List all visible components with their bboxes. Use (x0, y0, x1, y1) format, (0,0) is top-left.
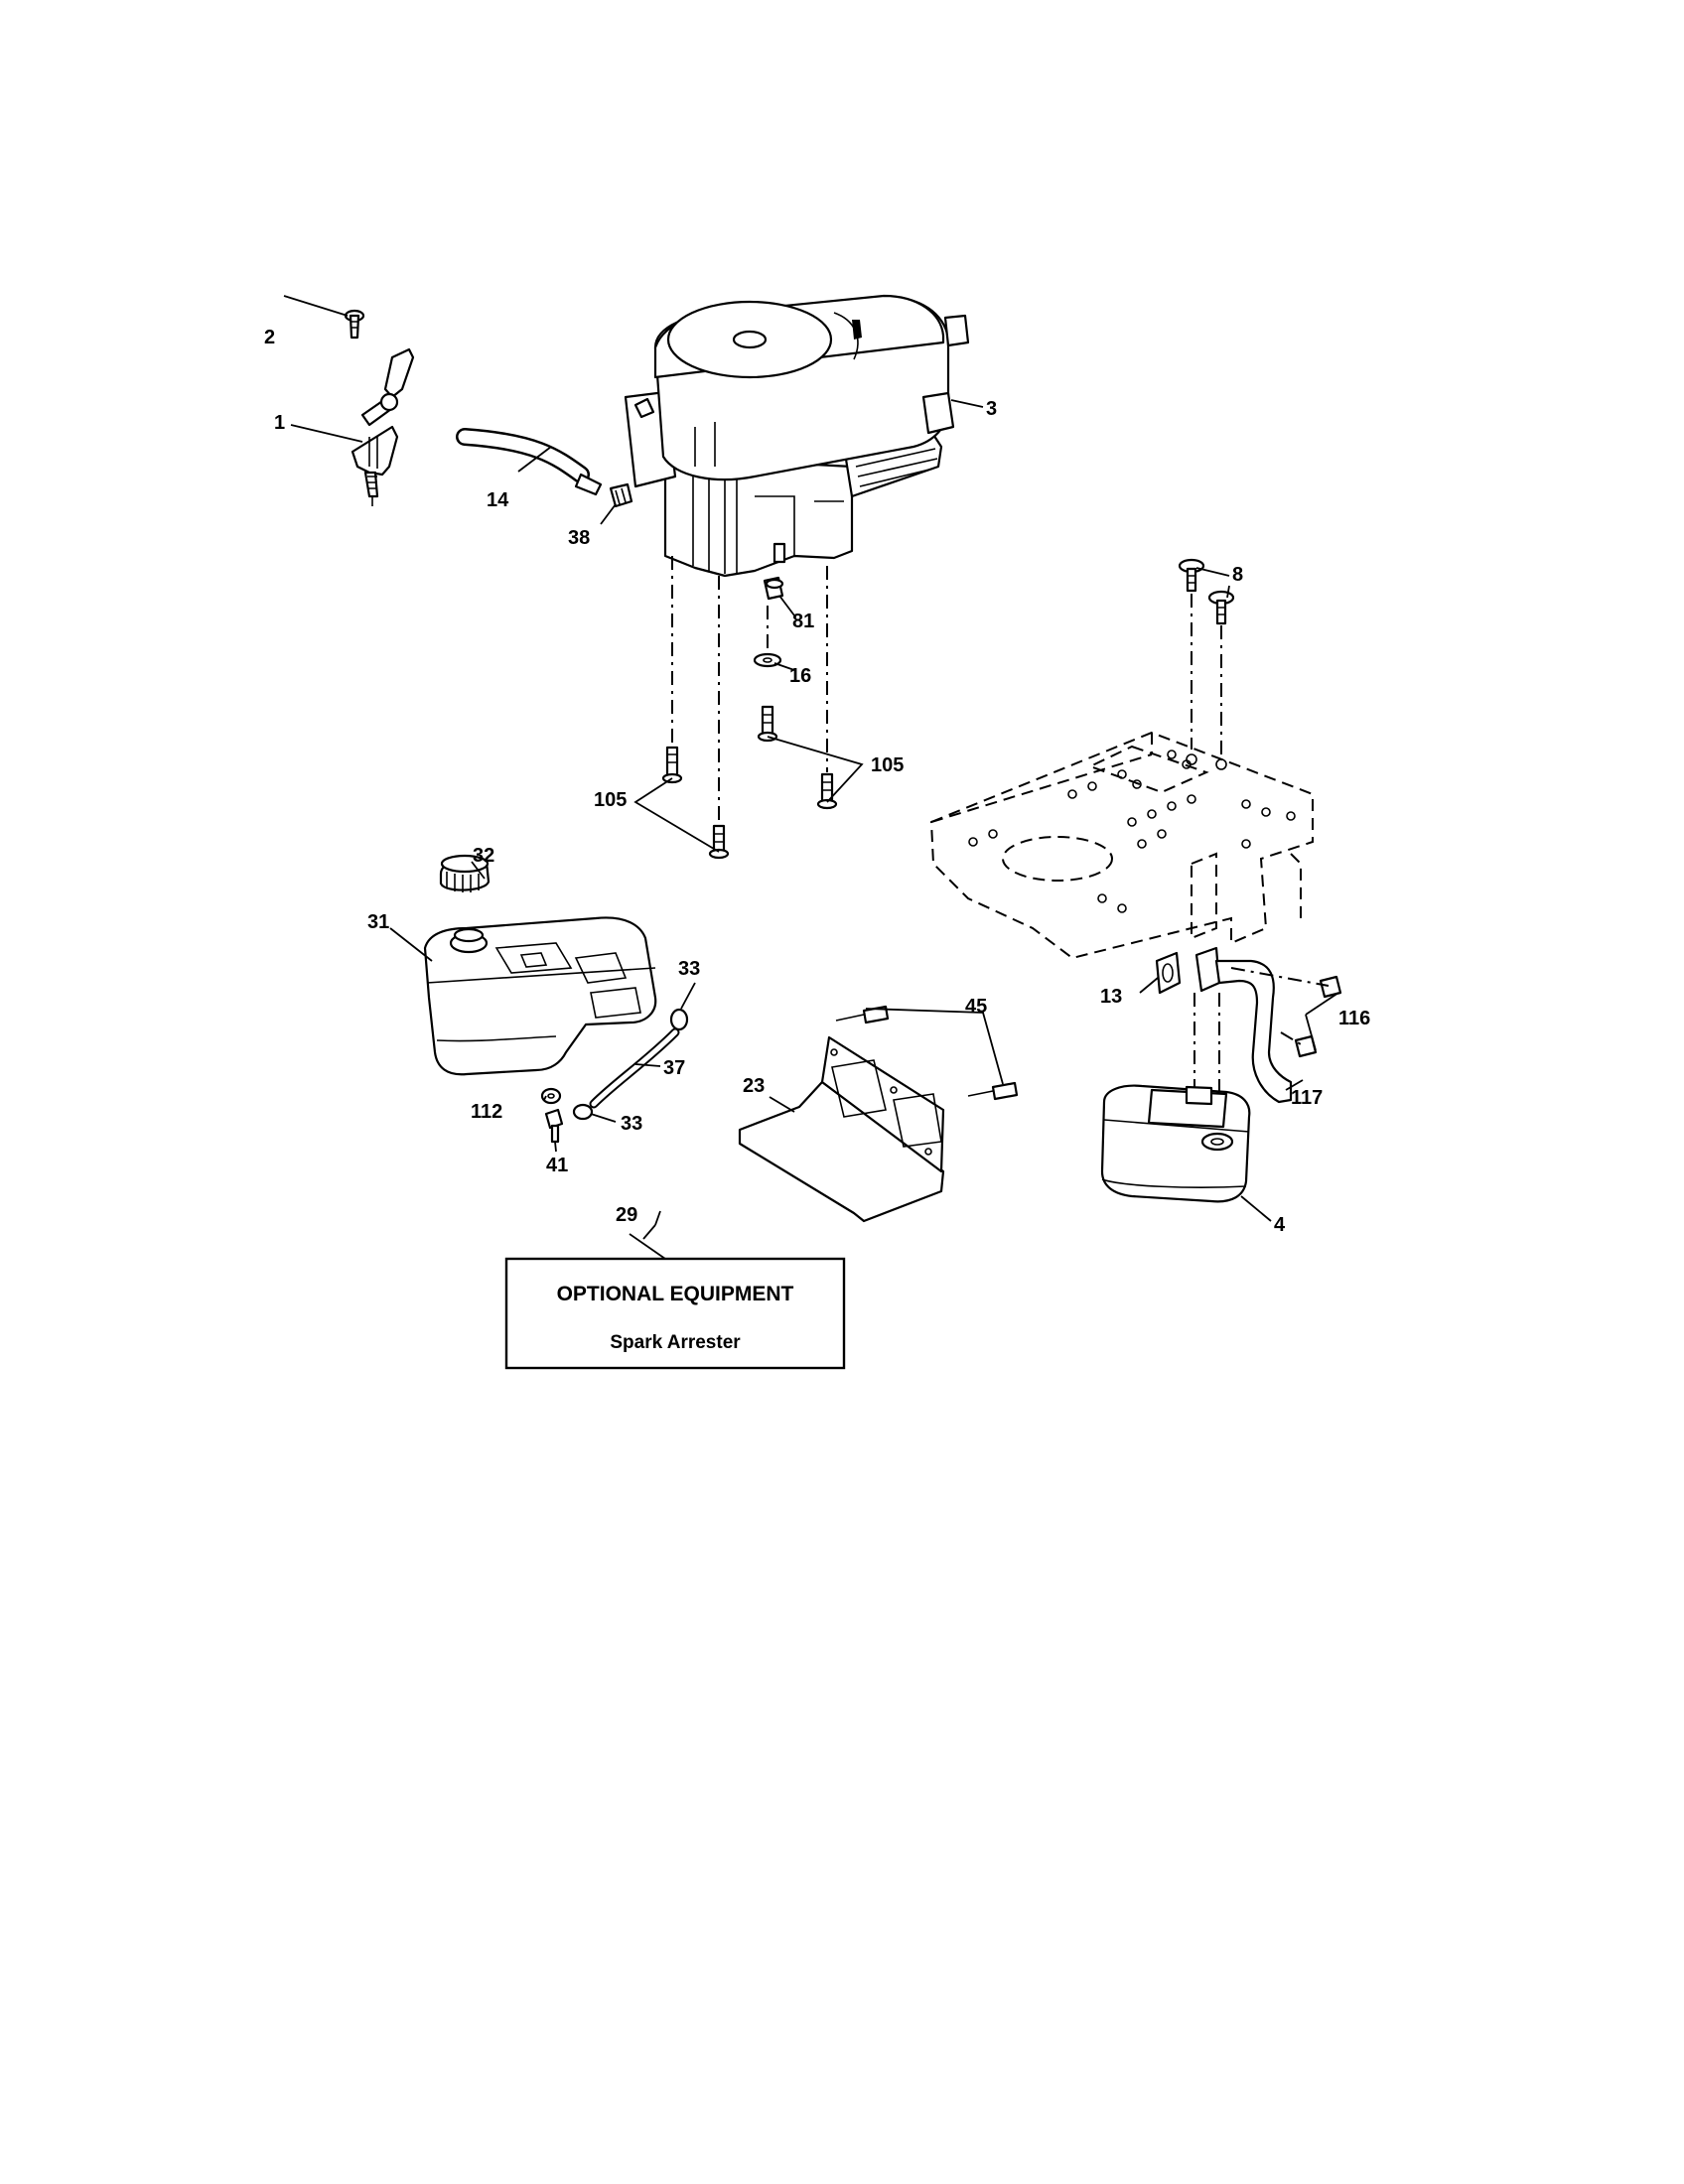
grommet-part-112 (540, 1087, 562, 1105)
throttle-control (351, 347, 415, 506)
fuel-fitting-part-38 (609, 482, 633, 508)
bolt-part-105-b (661, 746, 683, 784)
optional-equipment-subtitle: Spark Arrester (610, 1332, 741, 1353)
mower-frame (929, 731, 1314, 960)
grommet-part-33-a (669, 1008, 689, 1031)
callout-2: 2 (264, 327, 275, 348)
callout-112: 112 (471, 1101, 502, 1123)
nut-part-116-a (1319, 975, 1342, 999)
nut-part-81 (763, 576, 784, 601)
callout-1: 1 (274, 412, 285, 434)
callout-33-bottom: 33 (621, 1113, 642, 1135)
callout-14: 14 (487, 489, 509, 511)
callout-16: 16 (789, 665, 811, 687)
callout-23: 23 (743, 1075, 765, 1097)
gasket-part-13 (1155, 951, 1182, 995)
callout-81: 81 (792, 611, 814, 632)
callout-32: 32 (473, 845, 494, 867)
grommet-part-33-b (572, 1103, 594, 1121)
callout-13: 13 (1100, 986, 1122, 1008)
bolt-part-105-c (816, 772, 838, 810)
optional-equipment-frame (504, 1257, 846, 1370)
exhaust-pipe-part-117 (1194, 946, 1293, 1104)
screw-part-45-a (835, 1005, 890, 1024)
bolt-part-105-d (708, 824, 730, 860)
frame-holes (968, 750, 1296, 913)
callout-117: 117 (1291, 1087, 1323, 1109)
fuel-tank-part-31 (423, 916, 657, 1076)
callout-105-left: 105 (594, 789, 627, 811)
optional-equipment-title: OPTIONAL EQUIPMENT (557, 1283, 794, 1305)
muffler-part-4 (1100, 1084, 1251, 1203)
callout-37: 37 (663, 1057, 685, 1079)
heat-shield-part-23 (738, 1035, 945, 1223)
callout-105-right: 105 (871, 754, 904, 776)
screw-part-2 (344, 309, 365, 340)
nut-part-116-b (1294, 1034, 1318, 1058)
leader-lines (283, 295, 1339, 1260)
fuel-hose-part-37 (589, 1027, 680, 1109)
bolt-part-8-a (1178, 558, 1205, 593)
callout-4: 4 (1274, 1214, 1286, 1236)
fitting-part-41 (544, 1108, 564, 1144)
callout-31: 31 (367, 911, 389, 933)
fuel-line-part-14 (456, 428, 603, 496)
engine-part-3 (624, 294, 970, 578)
callout-38: 38 (568, 527, 590, 549)
washer-part-16 (753, 652, 782, 668)
callout-45: 45 (965, 996, 987, 1018)
bolt-part-105-a (757, 705, 778, 743)
callout-labels: 2 1 3 14 38 81 16 105 105 8 32 31 33 37 … (264, 327, 1370, 1236)
callout-29: 29 (616, 1204, 637, 1226)
callout-116: 116 (1338, 1008, 1370, 1029)
bolt-part-8-b (1207, 590, 1235, 625)
callout-33-top: 33 (678, 958, 700, 980)
callout-8: 8 (1232, 564, 1243, 586)
callout-3: 3 (986, 398, 997, 420)
optional-equipment-box: OPTIONAL EQUIPMENT Spark Arrester (504, 1257, 846, 1370)
screw-part-45-b (967, 1081, 1019, 1101)
callout-41: 41 (546, 1155, 568, 1176)
